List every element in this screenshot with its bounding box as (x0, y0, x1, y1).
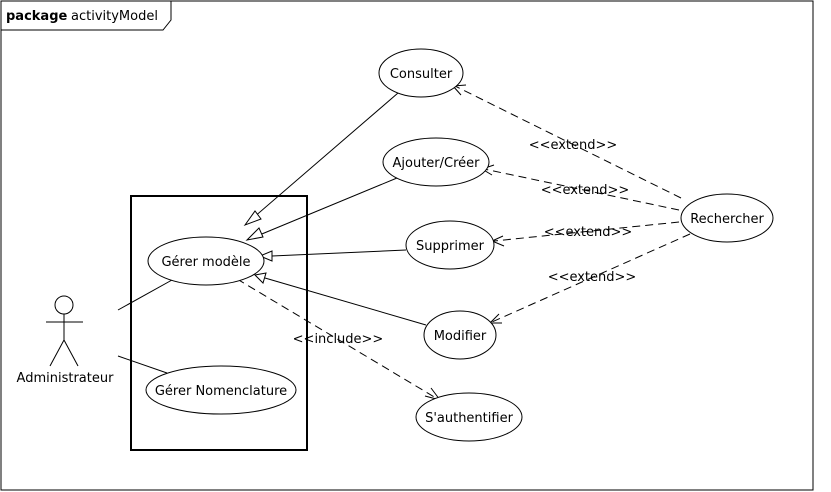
use-case-modifier-label: Modifier (434, 329, 487, 344)
use-case-consulter-label: Consulter (390, 67, 453, 82)
use-case-sauthentifier-label: S'authentifier (425, 411, 514, 426)
extend-consulter-label: <<extend>> (529, 138, 618, 153)
actor-right-leg (63, 339, 79, 367)
extend-modifier-label: <<extend>> (548, 270, 637, 285)
use-case-consulter[interactable]: Consulter (378, 48, 464, 98)
generalization-modifier (253, 272, 427, 326)
include-label: <<include>> (293, 332, 384, 347)
use-case-gerer-nomenclature-label: Gérer Nomenclature (155, 384, 287, 399)
association-gerer-modele (117, 279, 173, 311)
generalization-consulter (243, 92, 399, 227)
use-case-ajouter-creer[interactable]: Ajouter/Créer (382, 137, 490, 187)
package-keyword: package (6, 9, 68, 24)
actor-left-leg (49, 339, 65, 367)
administrateur-actor[interactable]: Administrateur (17, 295, 115, 386)
actor-label: Administrateur (17, 371, 115, 386)
use-case-sauthentifier[interactable]: S'authentifier (415, 392, 523, 442)
generalization-ajouter (245, 177, 398, 241)
use-case-supprimer-label: Supprimer (416, 239, 485, 254)
use-case-gerer-nomenclature[interactable]: Gérer Nomenclature (145, 365, 297, 415)
system-boundary (130, 195, 308, 451)
use-case-ajouter-creer-label: Ajouter/Créer (393, 156, 481, 171)
extend-supprimer-label: <<extend>> (544, 225, 633, 240)
generalization-supprimer (258, 249, 407, 262)
use-case-modifier[interactable]: Modifier (423, 310, 497, 360)
actor-head (54, 295, 74, 315)
association-gerer-nomenclature (117, 355, 168, 374)
use-case-rechercher-label: Rechercher (690, 212, 764, 227)
use-case-gerer-modele-label: Gérer modèle (161, 255, 250, 270)
use-case-rechercher[interactable]: Rechercher (680, 193, 774, 243)
use-case-gerer-modele[interactable]: Gérer modèle (147, 236, 265, 286)
extend-ajouter-label: <<extend>> (541, 183, 630, 198)
package-name: activityModel (71, 9, 158, 24)
use-case-supprimer[interactable]: Supprimer (405, 220, 495, 270)
